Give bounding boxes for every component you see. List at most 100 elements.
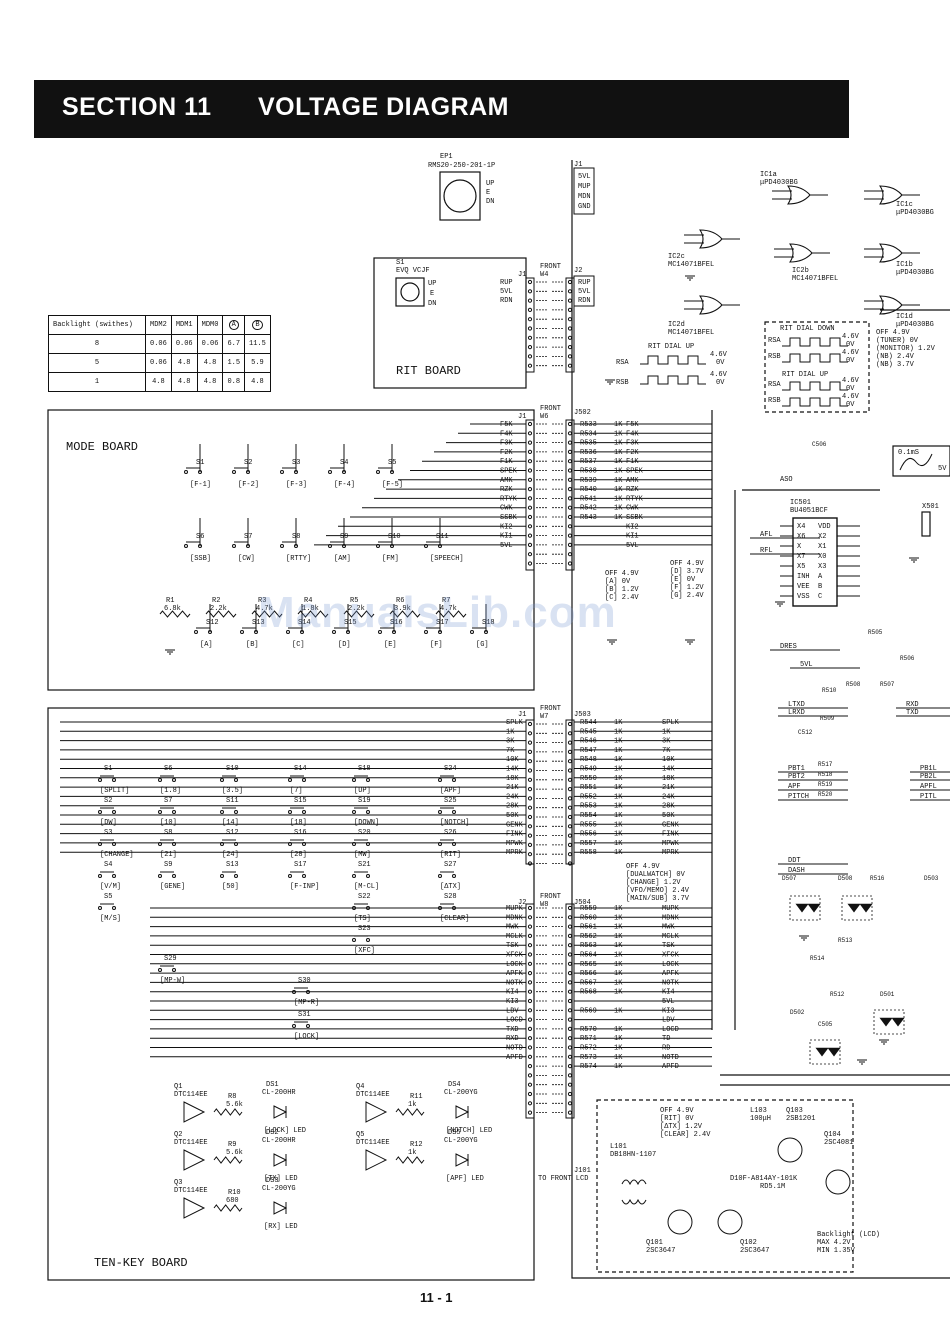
- j503-resistor-label: R554: [580, 812, 597, 820]
- ep1-label: EP1: [440, 153, 453, 161]
- driver-resistor-value: 680: [226, 1197, 239, 1205]
- ic2c-model: MC14071BFEL: [668, 261, 714, 269]
- connector-pin: [567, 1017, 573, 1022]
- logic-gate-symbol: [878, 243, 903, 263]
- ground-symbol: [685, 639, 695, 645]
- tenkey-switch-contact-b: [112, 810, 116, 814]
- right-part-label: C512: [798, 729, 813, 736]
- connector-pin: [527, 533, 533, 538]
- ground-symbol: [775, 601, 785, 607]
- connector-pin: [527, 1101, 533, 1106]
- tenkey-switch-contact-a: [292, 1024, 296, 1028]
- mode-switch-contact-a: [184, 470, 188, 474]
- rit-switch-model-label: EVQ VCJF: [396, 267, 430, 275]
- j502-resistor-value: 1K: [614, 449, 623, 457]
- j502-net-label: RTYK: [626, 495, 644, 503]
- connector-pin: [527, 777, 533, 782]
- connector-pin: [527, 731, 533, 736]
- led-caption: [TX] LED: [264, 1175, 298, 1183]
- tenkey-switch-contact-a: [158, 810, 162, 814]
- tenkey-lower-line-label: XFCK: [506, 952, 524, 960]
- tenkey-switch-label: S29: [164, 955, 177, 963]
- mode-resistor-label: R7: [442, 597, 450, 605]
- j504-net-label: LOCD: [662, 1026, 679, 1034]
- j504-resistor-value: 1K: [614, 1054, 623, 1062]
- led-model: CL-200HR: [262, 1137, 296, 1145]
- section-header-bar: [34, 80, 849, 138]
- connector-pin: [567, 905, 573, 911]
- j504-net-label: 5VL: [662, 998, 675, 1006]
- connector-pin: [567, 363, 573, 368]
- mode-resistor-value: 4.7k: [256, 605, 273, 613]
- mode-line-label: RTYK: [500, 495, 518, 503]
- connector-pin: [527, 449, 533, 454]
- j504-resistor-value: 1K: [614, 1063, 623, 1071]
- connector-pin: [527, 833, 533, 838]
- ic501-model: BU4051BCF: [790, 507, 828, 515]
- tenkey-switch-key-label: [MW]: [354, 851, 371, 859]
- connector-pin: [527, 552, 533, 557]
- mode-switch-key-label: [CW]: [238, 555, 255, 563]
- mode-switch-contact-a: [376, 470, 380, 474]
- driver-triangle-symbol: [183, 1197, 206, 1219]
- v-high-4: 4.6V: [842, 349, 860, 357]
- tenkey-lower-line-label: LOCK: [506, 961, 524, 969]
- connector-pin: [567, 487, 573, 492]
- tenkey-j2-label: J2: [518, 899, 526, 907]
- v-low-2: 0V: [716, 379, 725, 387]
- rsb-label-2: RSB: [768, 397, 781, 405]
- d101-sub-label: RD5.1M: [760, 1183, 785, 1191]
- ic2b-model: MC14071BFEL: [792, 275, 838, 283]
- mode-switch-contact-a: [280, 470, 284, 474]
- mode-switch-key-label: [F-1]: [190, 481, 211, 489]
- ic501-pin-right: C: [818, 593, 822, 601]
- j503-net-label: MPWK: [662, 840, 680, 848]
- j503-label: J503: [574, 711, 591, 719]
- tenkey-switch-label: S28: [444, 893, 457, 901]
- tenkey-switch-contact-b: [452, 874, 456, 878]
- j1-pin-5vl: 5VL: [578, 173, 591, 181]
- connector-pin: [567, 1036, 573, 1041]
- connector-pin: [527, 814, 533, 820]
- mode-switch-contact-a: [184, 544, 188, 548]
- j503-net-label: 14K: [662, 766, 675, 774]
- tenkey-switch-label: S10: [226, 765, 239, 773]
- driver-transistor-label: Q3: [174, 1179, 182, 1187]
- l101-label: L101: [610, 1143, 627, 1151]
- connector-pin: [567, 980, 573, 985]
- j502-net-label: F1K: [626, 458, 639, 466]
- backlight-note-1: MAX 4.2V: [817, 1239, 851, 1247]
- mode-switch-contact-a: [376, 544, 380, 548]
- led-label: DS5: [448, 1129, 461, 1137]
- connector-pin: [567, 298, 573, 303]
- rit-switch-label: S1: [396, 259, 404, 267]
- off-note-2-4: [MAIN/SUB] 3.7V: [626, 895, 690, 903]
- connector-pin: [527, 1110, 533, 1115]
- tenkey-switch-contact-a: [352, 842, 356, 846]
- off-note-2-3: [VFO/MEMO] 2.4V: [626, 887, 690, 895]
- j503-resistor-value: 1K: [614, 812, 623, 820]
- j1-label: J1: [574, 161, 582, 169]
- right-part-label: R516: [870, 875, 885, 882]
- connector-pin: [567, 354, 573, 359]
- connector-pin: [527, 1036, 533, 1041]
- j502-net-label: SPEK: [626, 468, 644, 476]
- connector-pin: [527, 768, 533, 773]
- off-note-3-2: [ΔTX] 1.2V: [660, 1123, 703, 1131]
- j504-net-label: APFK: [662, 970, 680, 978]
- v-low-5: 0V: [846, 385, 855, 393]
- mode-switch-contact-a: [328, 470, 332, 474]
- tenkey-switch-contact-a: [352, 874, 356, 878]
- driver-transistor-model: DTC114EE: [174, 1139, 208, 1147]
- mode-line-label: CWK: [500, 505, 513, 513]
- mode-resistor: [251, 610, 283, 618]
- j504-resistor-label: R570: [580, 1026, 597, 1034]
- diode-pair-symbol: [879, 1017, 905, 1027]
- j503-resistor-label: R552: [580, 793, 597, 801]
- right-net-label: AFL: [760, 531, 773, 539]
- mode-line-label: F3K: [500, 440, 513, 448]
- section-title: VOLTAGE DIAGRAM: [258, 93, 510, 121]
- d101-label: D10F-A814AY-101K: [730, 1175, 798, 1183]
- driver-transistor-model: DTC114EE: [174, 1091, 208, 1099]
- connector-pin: [527, 915, 533, 920]
